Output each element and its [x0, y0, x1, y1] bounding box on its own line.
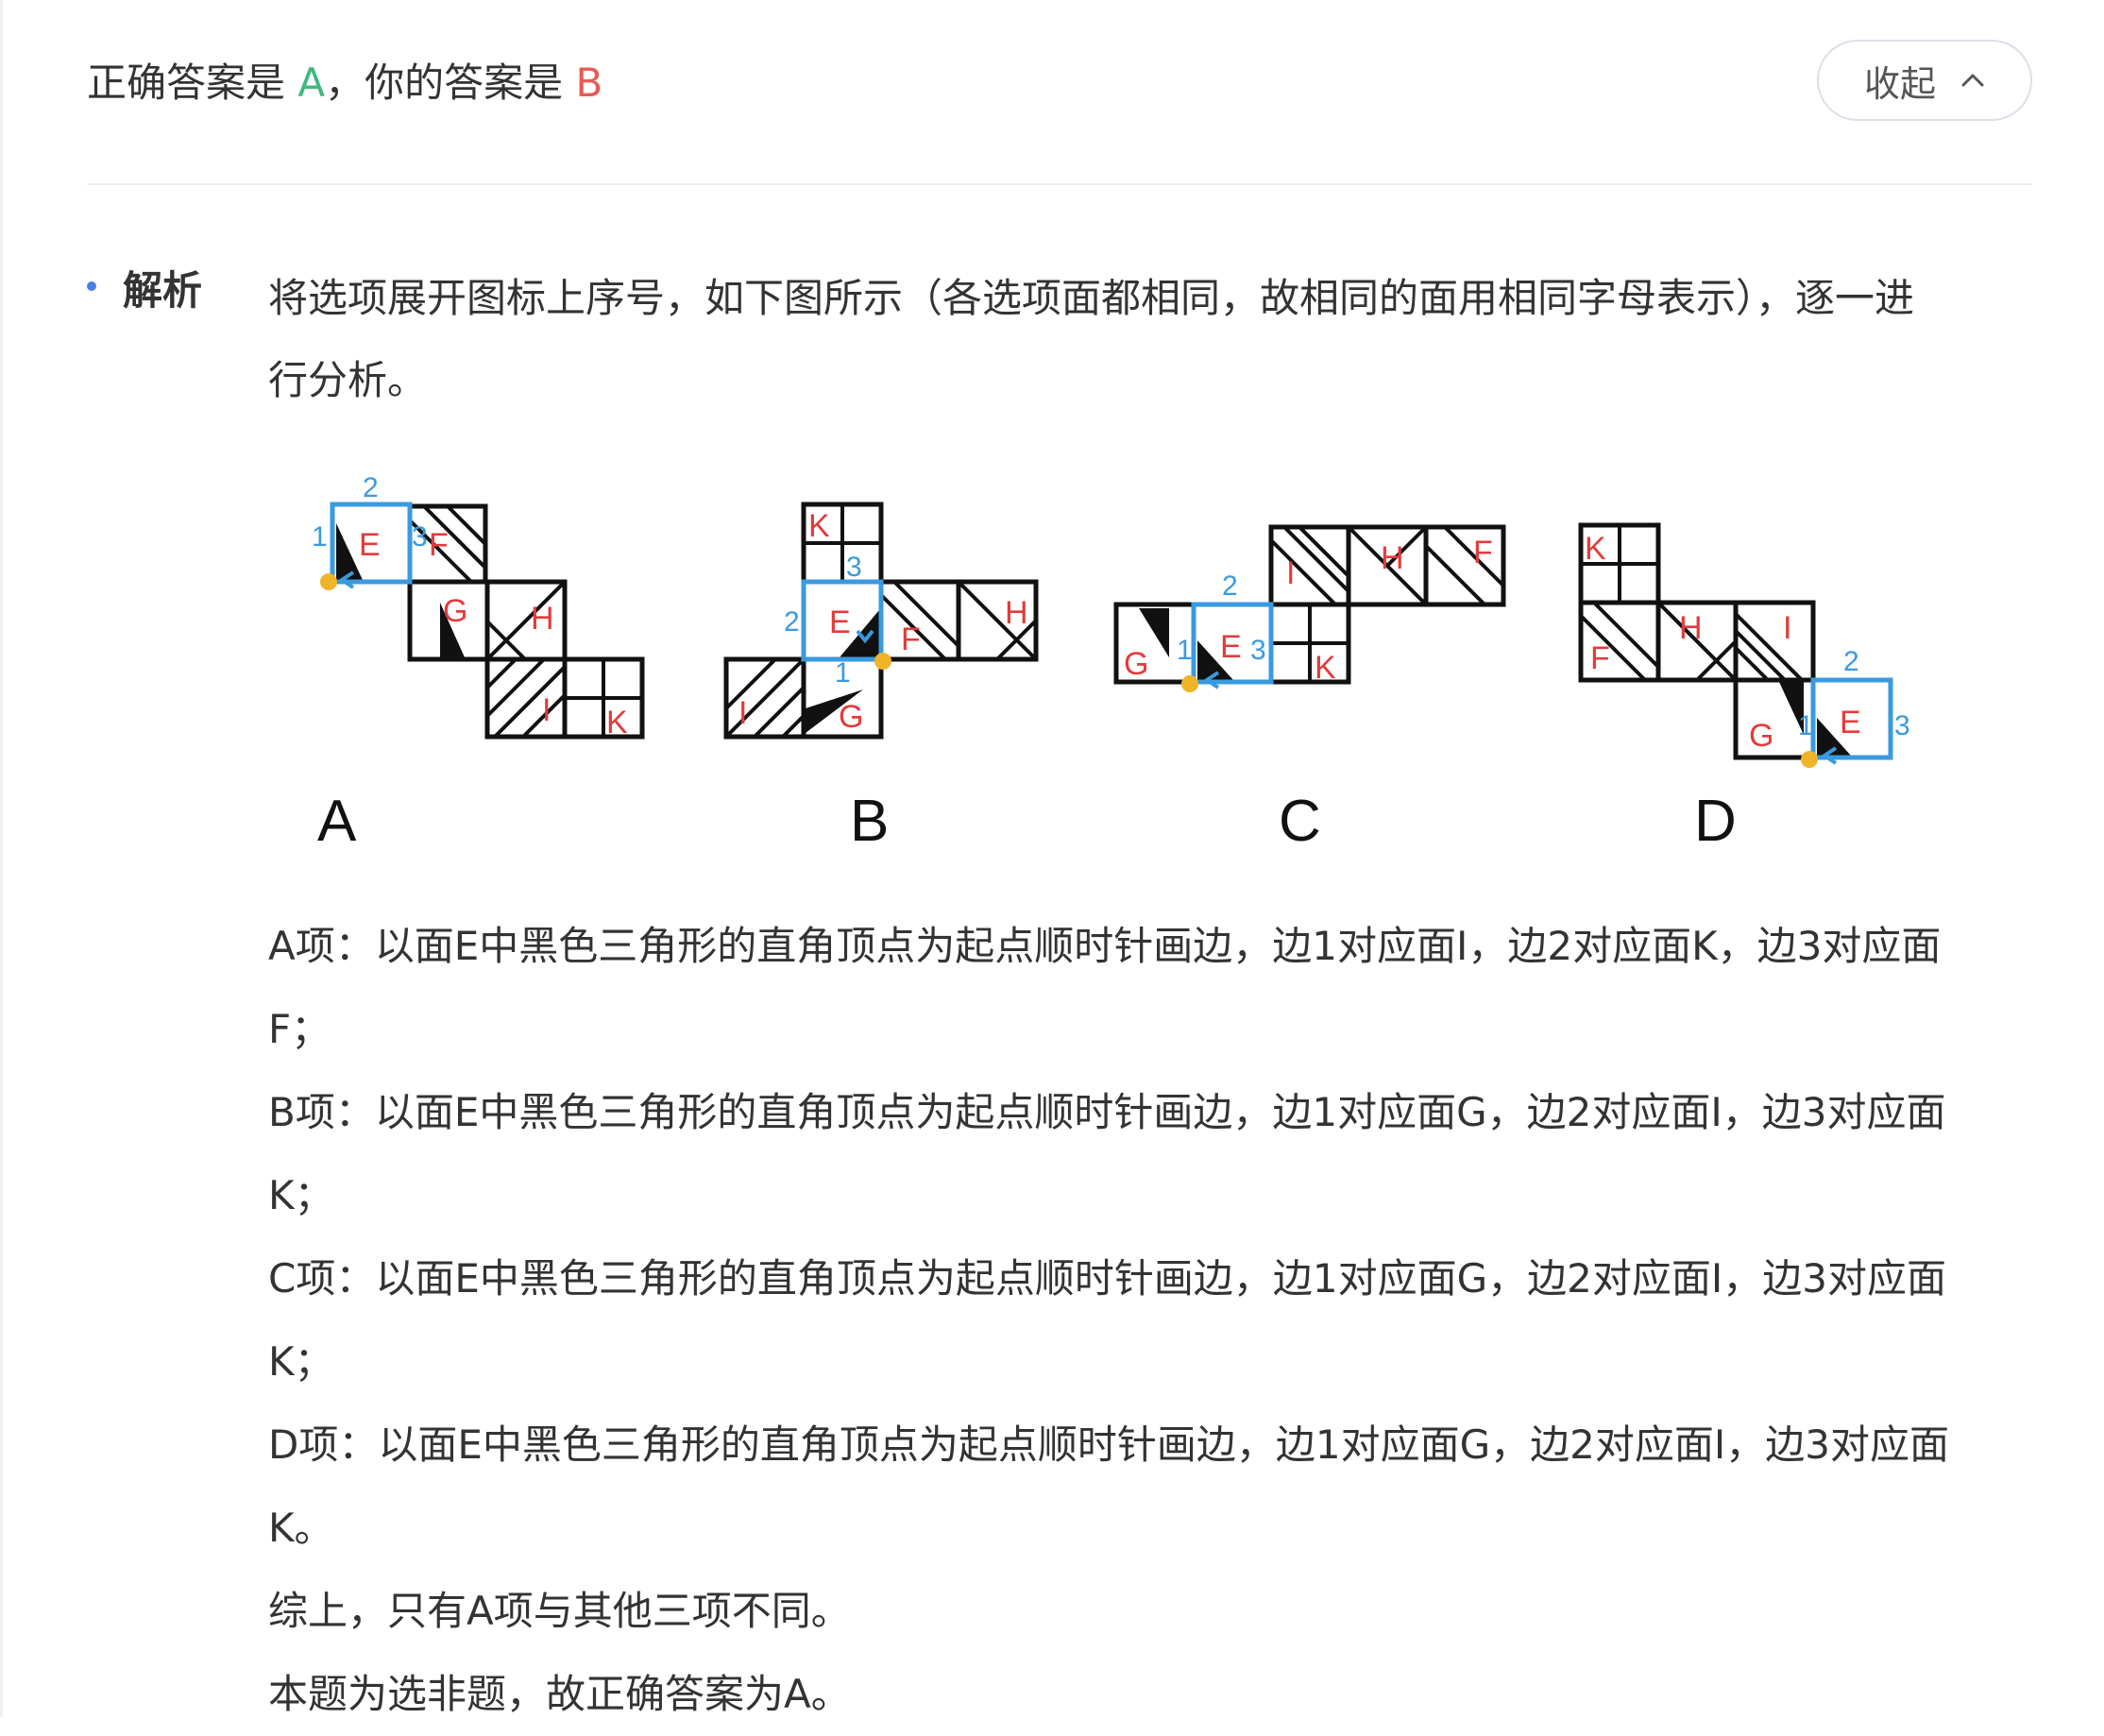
- answer-middle: ，你的答案是: [325, 60, 576, 106]
- analysis-line: K。: [268, 1505, 334, 1551]
- option-label: D: [1694, 789, 1737, 854]
- edge-number: 3: [846, 552, 862, 583]
- chevron-up-icon: [1960, 73, 1985, 88]
- analysis-line: 本题为选非题，故正确答案为A。: [268, 1671, 851, 1717]
- face-letter: E: [1220, 629, 1242, 665]
- edge-number: 2: [1222, 570, 1238, 602]
- user-answer: B: [575, 60, 603, 106]
- face-letter: E: [359, 527, 381, 563]
- edge-number: 2: [363, 472, 379, 503]
- face-letter: K: [1585, 531, 1606, 567]
- analysis-line: C项：以面E中黑色三角形的直角顶点为起点顺时针画边，边1对应面G，边2对应面I，…: [268, 1255, 1946, 1302]
- edge-number: 1: [1177, 635, 1193, 666]
- analysis-line: F；: [268, 1006, 331, 1052]
- analysis-line: A项：以面E中黑色三角形的直角顶点为起点顺时针画边，边1对应面I，边2对应面K，…: [268, 923, 1942, 969]
- collapse-button[interactable]: 收起: [1817, 40, 2032, 121]
- edge-number: 1: [1798, 710, 1814, 741]
- edge-number: 2: [784, 606, 800, 638]
- analysis-line: B项：以面E中黑色三角形的直角顶点为起点顺时针画边，边1对应面G，边2对应面I，…: [268, 1089, 1946, 1135]
- net-d: K F H I G E 2 1 3 D: [1578, 522, 1910, 854]
- analysis-label: 解析: [123, 267, 203, 314]
- face-letter: I: [738, 695, 747, 731]
- analysis-line: D项：以面E中黑色三角形的直角顶点为起点顺时针画边，边1对应面G，边2对应面I，…: [268, 1421, 1949, 1468]
- left-border: [0, 0, 3, 1717]
- face-letter: F: [1590, 640, 1610, 676]
- face-letter: G: [1124, 646, 1148, 682]
- face-letter: G: [443, 593, 467, 629]
- collapse-button-label: 收起: [1863, 62, 1936, 105]
- net-c: I H F K G E 2 1 3 C: [1113, 524, 1506, 854]
- analysis-intro: 将选项展开图标上序号，如下图所示（各选项面都相同，故相同的面用相同字母表示），逐…: [268, 257, 2025, 421]
- face-letter: H: [1381, 540, 1404, 576]
- option-label: B: [850, 789, 889, 854]
- answer-summary: 正确答案是 A，你的答案是 B: [87, 55, 602, 111]
- analysis-lines: A项：以面E中黑色三角形的直角顶点为起点顺时针画边，边1对应面I，边2对应面K，…: [268, 905, 2025, 1736]
- face-letter: I: [542, 692, 551, 728]
- face-letter: H: [1005, 595, 1028, 631]
- face-letter: F: [901, 621, 921, 657]
- intro-line-1: 将选项展开图标上序号，如下图所示（各选项面都相同，故相同的面用相同字母表示），逐…: [268, 275, 1915, 321]
- face-letter: F: [429, 527, 449, 563]
- answer-prefix: 正确答案是: [87, 60, 298, 106]
- divider: [87, 183, 2032, 185]
- edge-number: 3: [1250, 635, 1266, 666]
- net-a: F G H I K E 1 2 3 A: [312, 472, 645, 854]
- face-letter: E: [1840, 705, 1861, 740]
- face-letter: G: [1749, 718, 1773, 754]
- face-letter: K: [606, 705, 628, 740]
- face-letter: I: [1783, 610, 1791, 646]
- cube-nets-figure: .o { fill:#fff; stroke:#111; stroke-widt…: [312, 472, 1910, 854]
- face-letter: G: [839, 699, 863, 735]
- edge-number: 1: [835, 657, 851, 689]
- face-letter: F: [1473, 535, 1493, 570]
- face-letter: E: [829, 604, 851, 640]
- edge-number: 1: [312, 521, 328, 553]
- face-letter: K: [808, 508, 830, 544]
- option-label: C: [1279, 789, 1321, 854]
- correct-answer: A: [297, 60, 326, 106]
- option-label: A: [317, 789, 357, 854]
- face-letter: I: [1286, 555, 1295, 591]
- face-letter: H: [1679, 610, 1703, 646]
- bullet-dot: [87, 281, 96, 291]
- intro-line-2: 行分析。: [268, 357, 428, 403]
- net-b: K F H I G E 2 3 1 B: [723, 502, 1039, 854]
- edge-number: 2: [1843, 646, 1859, 677]
- face-letter: H: [531, 601, 554, 637]
- edge-number: 3: [1894, 710, 1910, 741]
- analysis-line: K；: [268, 1338, 334, 1385]
- analysis-line: K；: [268, 1172, 334, 1218]
- face-letter: K: [1315, 650, 1336, 686]
- analysis-line: 综上，只有A项与其他三项不同。: [268, 1588, 851, 1634]
- edge-number: 3: [412, 521, 428, 553]
